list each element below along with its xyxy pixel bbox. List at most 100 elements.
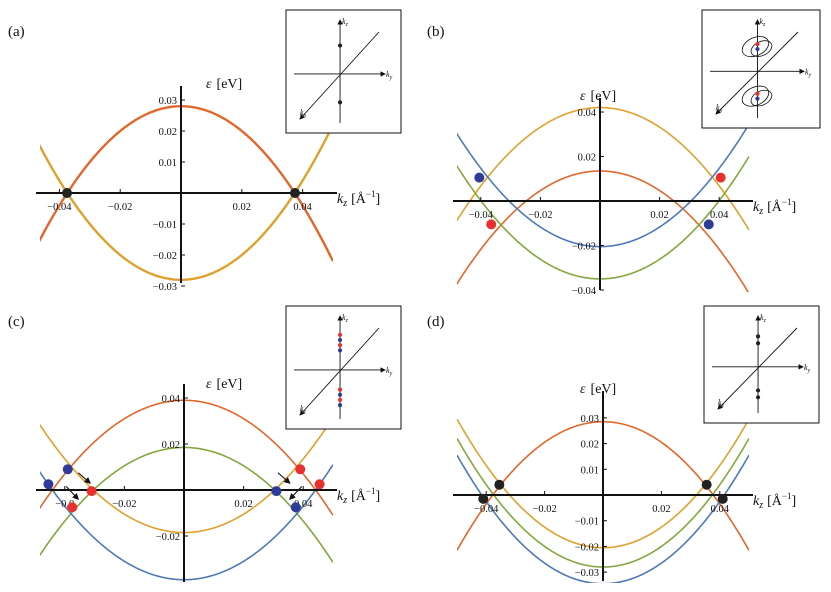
inset-point: [337, 332, 343, 337]
inset-kx-label: kz: [300, 404, 307, 415]
x-axis-close-bracket: ]: [375, 192, 380, 207]
x-axis-unit: [Å: [351, 488, 367, 504]
inset-point: [755, 388, 761, 393]
y-tick-label: 0.03: [159, 96, 177, 107]
inset-kx-axis: [299, 31, 380, 120]
inset-ky-label-symbol: k: [804, 363, 808, 372]
y-tick-label: 0.04: [162, 394, 181, 405]
crossing-point: [290, 188, 300, 198]
inset-point: [337, 100, 343, 105]
panel-label: (b): [427, 24, 445, 40]
crossing-point: [486, 219, 497, 230]
inset-point: [337, 397, 343, 403]
y-axis-unit: [eV]: [591, 89, 617, 104]
y-tick-label: −0.01: [575, 517, 599, 528]
inset-kz-label: kz: [342, 17, 349, 28]
crossing-point: [43, 479, 54, 490]
y-axis-symbol: ε: [580, 89, 586, 104]
x-tick-label: 0.04: [711, 504, 730, 515]
y-tick-label: −0.03: [153, 282, 177, 293]
y-tick-label: 0.01: [159, 158, 177, 169]
x-axis-unit: [Å: [351, 191, 367, 207]
inset-kz-label-subscript: z: [763, 318, 767, 324]
x-tick-label: 0.02: [650, 210, 668, 221]
inset-point: [337, 348, 343, 353]
inset-kx-axis: [715, 31, 799, 115]
inset-point: [755, 46, 760, 52]
inset-kz-label-symbol: k: [342, 313, 346, 322]
x-axis-close-bracket: ]: [375, 489, 380, 504]
x-tick-label: 0.02: [233, 202, 251, 213]
crossing-point: [494, 479, 505, 490]
inset-ky-label-subscript: y: [807, 368, 811, 374]
inset-loop-inner: [750, 40, 773, 57]
inset-point: [337, 402, 343, 408]
inset-kz-label-subscript: z: [762, 22, 766, 28]
x-tick-label: −0.02: [528, 210, 552, 221]
inset-kz-label: kz: [760, 313, 767, 324]
x-axis-subscript: z: [758, 500, 763, 511]
series-line-2: [457, 454, 749, 583]
inset-ky-label-symbol: k: [805, 67, 809, 76]
x-tick-label: −0.02: [108, 202, 132, 213]
inset-kz-label: kz: [759, 17, 766, 28]
inset-point: [337, 43, 343, 48]
x-tick-label: −0.04: [469, 210, 494, 221]
inset-kz-label-subscript: z: [345, 318, 349, 324]
inset-ky-label-subscript: y: [389, 75, 393, 81]
panel-label: (d): [427, 314, 445, 330]
y-tick-label: −0.02: [575, 542, 599, 553]
x-axis-close-bracket: ]: [791, 494, 796, 509]
panel-label: (c): [8, 314, 25, 330]
crossing-point: [314, 479, 325, 490]
inset-kz-label-symbol: k: [760, 313, 764, 322]
inset-kx-label: kx: [300, 108, 307, 119]
y-axis-label: ε [eV]: [580, 89, 616, 104]
y-tick-label: 0.02: [581, 440, 599, 451]
inset-ky-label-subscript: y: [389, 371, 393, 377]
inset-kx-label-symbol: k: [716, 103, 720, 112]
inset-ky-label: ky: [804, 363, 811, 374]
x-axis-symbol: k: [753, 200, 760, 215]
x-axis-subscript: z: [342, 198, 347, 209]
y-tick-label: −0.01: [153, 220, 177, 231]
inset-ky-label-symbol: k: [386, 70, 390, 79]
crossing-point: [717, 493, 728, 504]
y-axis-symbol: ε: [206, 77, 212, 92]
shift-arrow: [277, 472, 291, 484]
inset-ky-label: ky: [805, 67, 812, 78]
x-axis-close-bracket: ]: [791, 200, 796, 215]
x-tick-label: 0.04: [294, 499, 313, 510]
crossing-point: [703, 219, 714, 230]
x-axis-superscript: −1: [366, 486, 376, 496]
inset-point: [755, 96, 760, 101]
x-axis-superscript: −1: [782, 197, 792, 207]
y-axis-symbol: ε: [206, 377, 212, 392]
inset-kx-label: kx: [716, 103, 723, 114]
inset-ky-label: ky: [386, 366, 393, 377]
inset-ky-label-symbol: k: [386, 366, 390, 375]
inset-kx-label-symbol: k: [300, 108, 304, 117]
x-axis-subscript: z: [758, 206, 763, 217]
inset-point: [337, 387, 343, 392]
inset-ky-label-subscript: y: [808, 72, 812, 78]
x-tick-label: 0.04: [710, 210, 729, 221]
x-tick-label: 0.04: [293, 202, 312, 213]
x-tick-label: −0.0: [55, 499, 74, 510]
crossing-point: [290, 502, 301, 513]
inset-kz-label-subscript: z: [345, 22, 349, 28]
inset-kx-label-subscript: x: [303, 113, 307, 119]
inset-point: [755, 334, 761, 339]
crossing-point: [715, 172, 726, 183]
x-axis-unit: [Å: [767, 199, 783, 215]
inset-kx-label-symbol: k: [300, 404, 304, 413]
y-tick-label: 0.04: [578, 108, 597, 119]
y-tick-label: 0.03: [581, 414, 599, 425]
inset-kx-label-symbol: k: [718, 398, 722, 407]
inset-kx-label-subscript: z: [303, 409, 307, 415]
